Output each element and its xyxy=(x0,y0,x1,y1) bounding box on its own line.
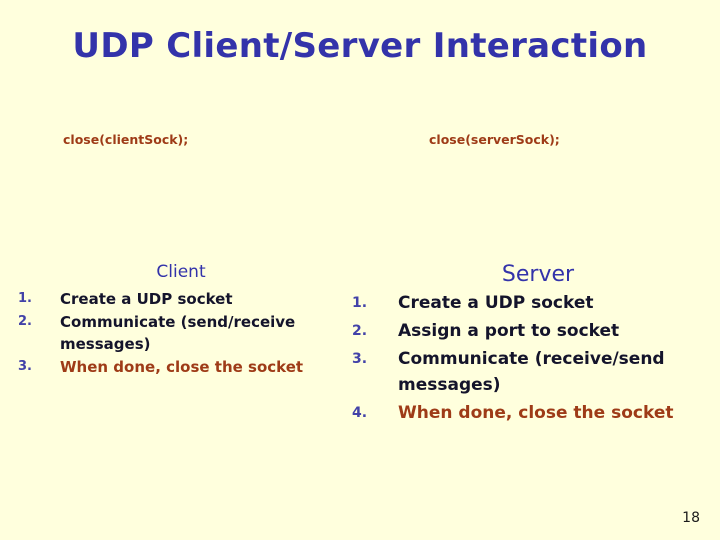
step-text: When done, close the socket xyxy=(60,358,304,376)
step-number: 2. xyxy=(352,323,368,339)
close-client-socket-code: close(clientSock); xyxy=(63,132,189,147)
page-number: 18 xyxy=(682,510,700,526)
step-number: 3. xyxy=(352,351,368,367)
step-text: Create a UDP socket xyxy=(398,293,594,313)
client-heading: Client xyxy=(156,262,206,282)
list-item: 1. Create a UDP socket xyxy=(352,290,720,316)
step-number: 1. xyxy=(18,291,32,306)
step-number: 2. xyxy=(18,314,32,329)
step-text: Communicate (send/receive messages) xyxy=(60,313,296,353)
client-column: Client 1. Create a UDP socket 2. Communicat… xyxy=(0,262,340,379)
list-item: 3. Communicate (receive/send messages) xyxy=(352,346,720,398)
step-text: Communicate (receive/send messages) xyxy=(398,349,665,395)
server-column: Server 1. Create a UDP socket 2. Assign a p… xyxy=(340,262,720,428)
list-item: 4. When done, close the socket xyxy=(352,400,720,426)
page-title: UDP Client/Server Interaction xyxy=(72,26,648,66)
step-number: 3. xyxy=(18,359,32,374)
close-server-socket-code: close(serverSock); xyxy=(429,132,560,147)
server-step-list: 1. Create a UDP socket 2. Assign a port to … xyxy=(340,290,720,426)
step-text: Assign a port to socket xyxy=(398,321,620,341)
list-item: 2. Assign a port to socket xyxy=(352,318,720,344)
step-number: 4. xyxy=(352,405,368,421)
client-step-list: 1. Create a UDP socket 2. Communicate (send… xyxy=(0,288,340,378)
list-item: 1. Create a UDP socket xyxy=(18,288,340,310)
server-heading: Server xyxy=(501,262,575,287)
step-number: 1. xyxy=(352,295,368,311)
step-text: Create a UDP socket xyxy=(60,290,233,308)
list-item: 2. Communicate (send/receive messages) xyxy=(18,311,340,355)
list-item: 3. When done, close the socket xyxy=(18,356,340,378)
step-text: When done, close the socket xyxy=(398,403,674,423)
